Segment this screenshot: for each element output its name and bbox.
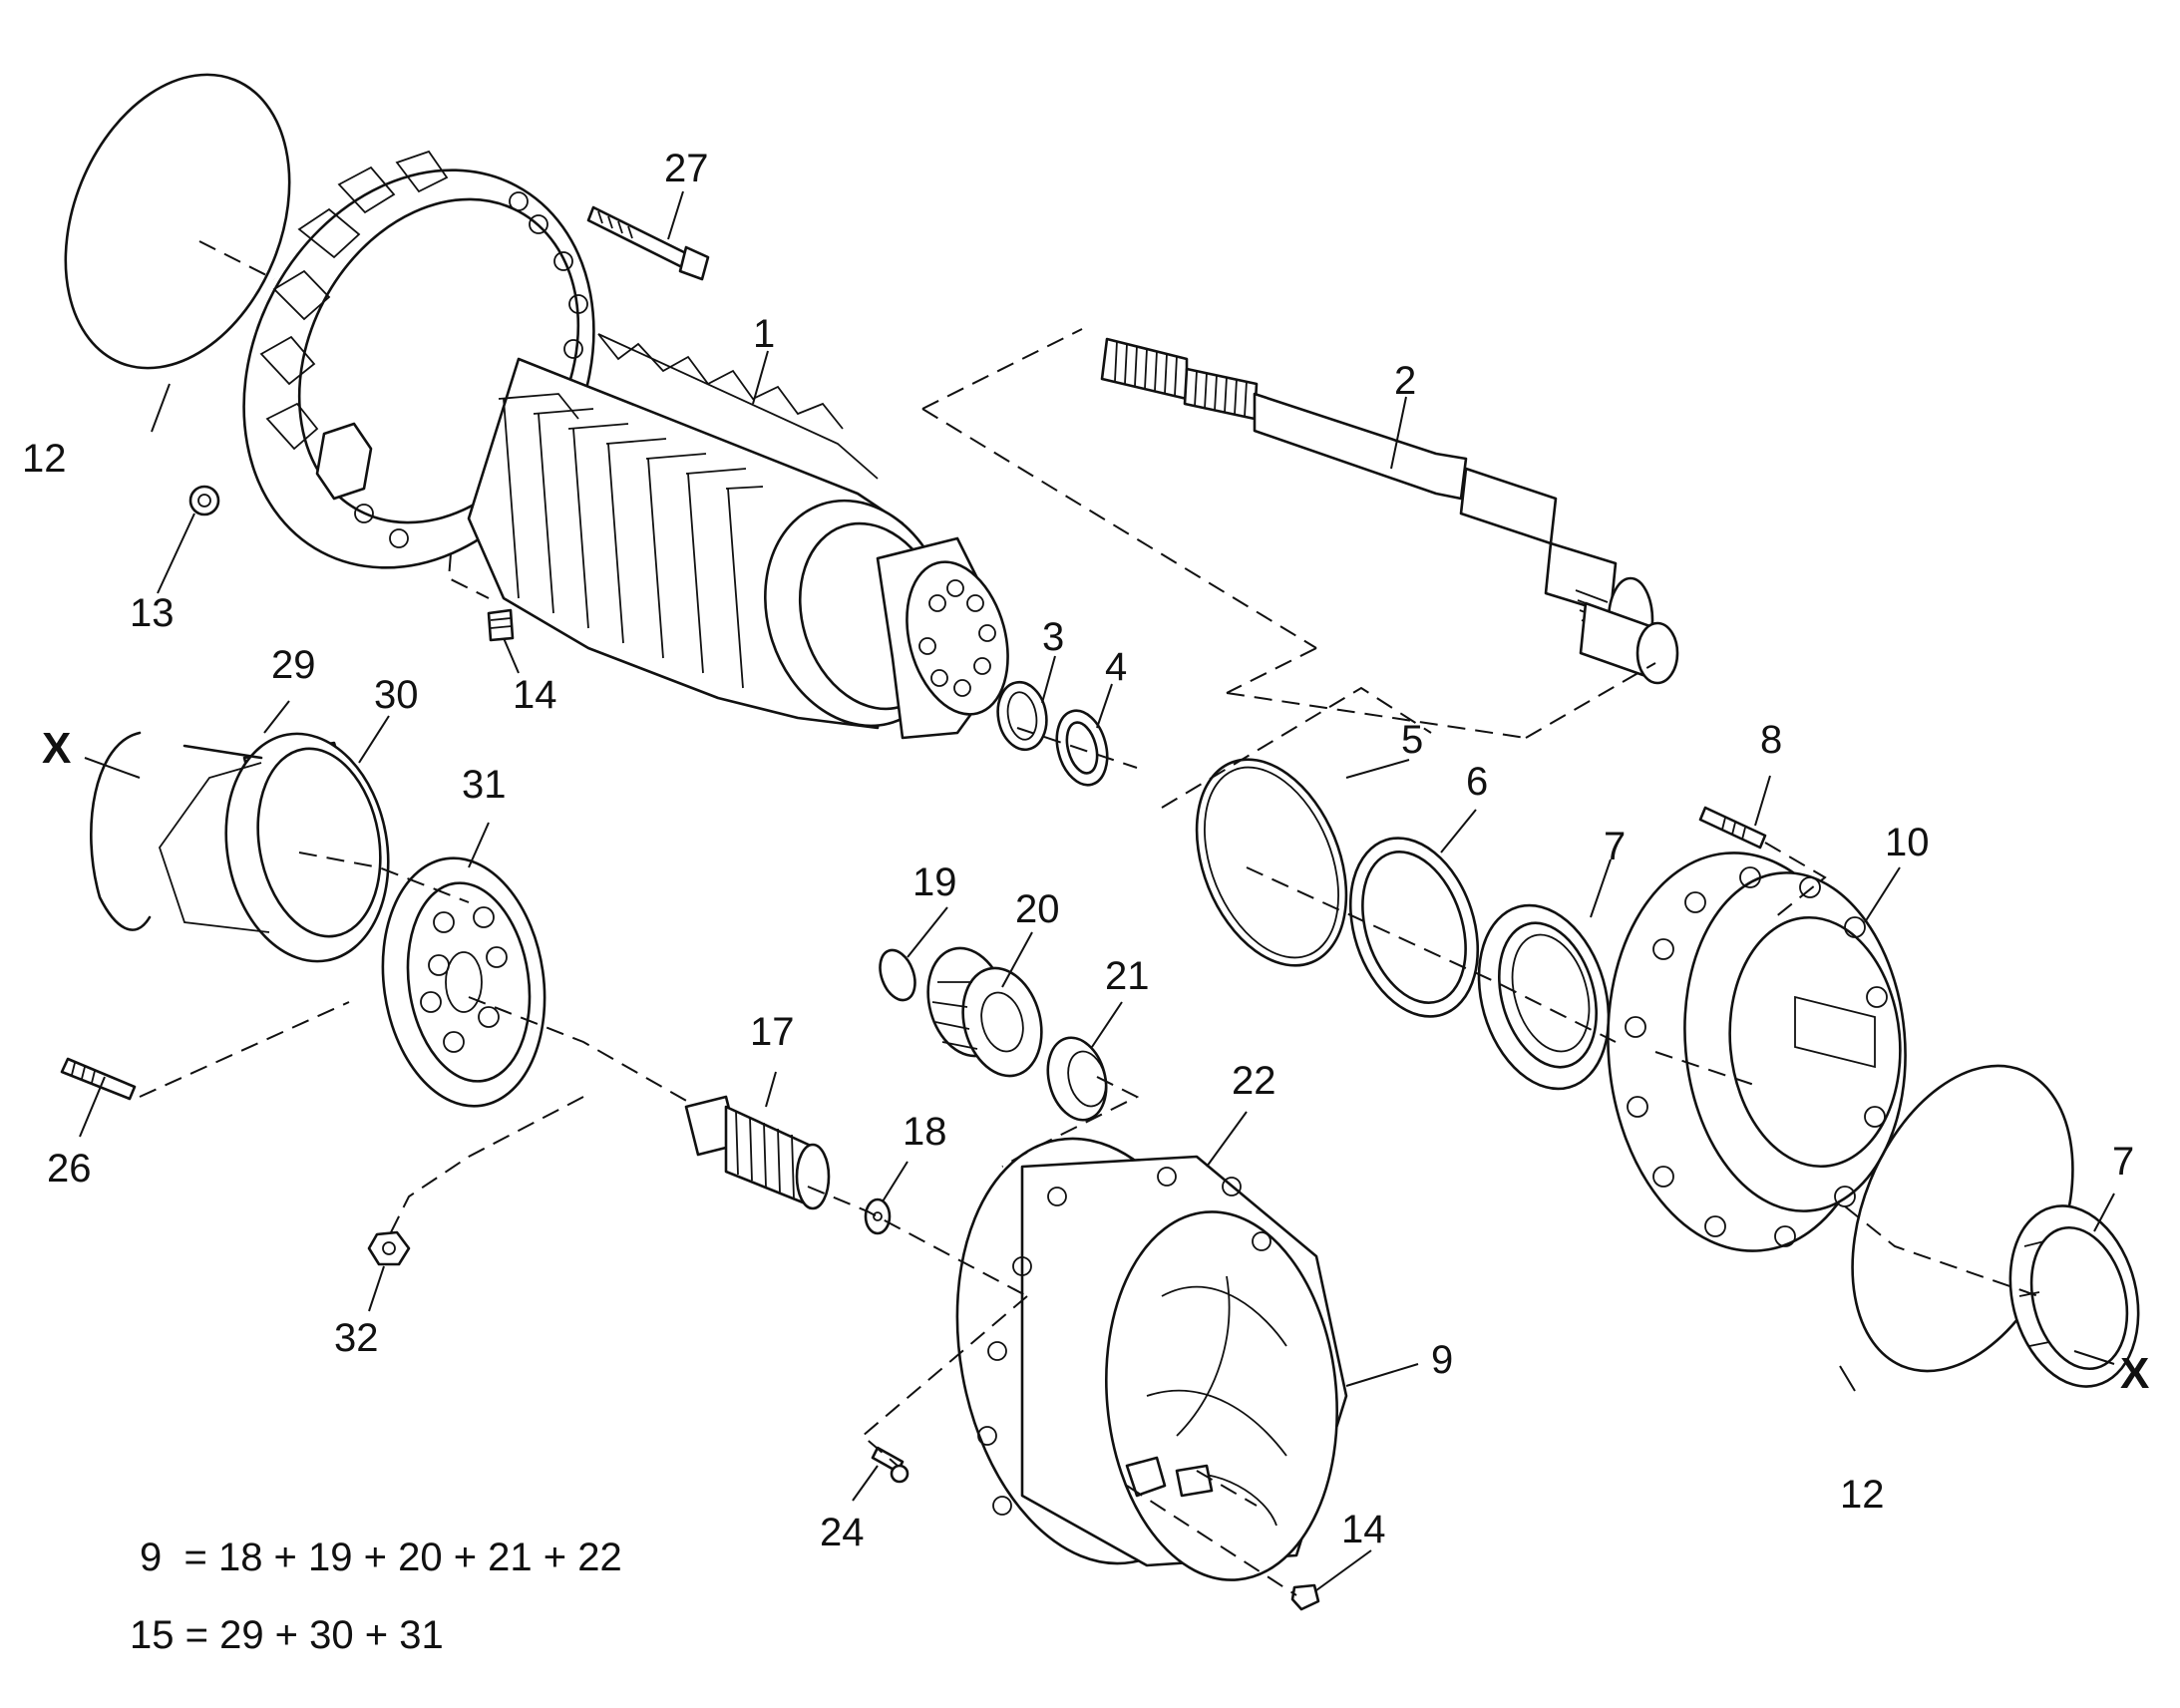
label-6: 6	[1466, 760, 1488, 804]
label-22: 22	[1232, 1059, 1276, 1103]
snap-ring-19	[879, 948, 916, 1002]
label-12-upper: 12	[22, 437, 67, 481]
needle-bearing-21	[1046, 1036, 1108, 1122]
label-7-upper: 7	[1604, 825, 1626, 868]
axle-housing-1	[242, 150, 1009, 740]
plug-14-lower	[1290, 1583, 1320, 1611]
equation-kit-15: 15 = 29 + 30 + 31	[130, 1613, 444, 1657]
label-3: 3	[1042, 615, 1064, 659]
seal-6	[1348, 837, 1480, 1018]
label-10: 10	[1885, 821, 1930, 864]
label-20: 20	[1015, 887, 1060, 931]
wheel-hub-10	[1607, 852, 1907, 1252]
label-8: 8	[1760, 718, 1782, 762]
bolt-27	[586, 205, 710, 281]
label-7-lower: 7	[2112, 1140, 2134, 1184]
equation-kit-9: 9 = 18 + 19 + 20 + 21 + 22	[140, 1536, 622, 1579]
label-1: 1	[753, 312, 775, 356]
planet-carrier-31	[381, 856, 546, 1108]
label-26: 26	[47, 1147, 92, 1191]
label-19: 19	[912, 860, 957, 904]
label-27: 27	[664, 147, 709, 190]
label-29: 29	[271, 643, 316, 687]
label-31: 31	[462, 763, 507, 807]
label-30: 30	[374, 673, 419, 717]
nut-32	[367, 1230, 411, 1266]
snap-ring-29	[90, 731, 152, 931]
stud-26	[60, 1057, 137, 1101]
label-4: 4	[1105, 645, 1127, 689]
label-14-lower: 14	[1341, 1508, 1386, 1551]
axle-shaft-2	[1100, 337, 1679, 685]
label-13: 13	[130, 591, 175, 635]
leader-lines	[79, 190, 2115, 1591]
o-ring-12-upper	[64, 73, 291, 370]
screw-24	[871, 1446, 909, 1484]
label-5: 5	[1401, 718, 1423, 762]
label-14-upper: 14	[513, 673, 557, 717]
seal-4	[1055, 709, 1109, 787]
guide-shaft	[921, 328, 1656, 739]
label-12-lower: 12	[1840, 1473, 1885, 1517]
assembly-guides	[139, 240, 2045, 1596]
label-2: 2	[1394, 359, 1416, 403]
washer-18	[864, 1197, 892, 1235]
planet-gear-20	[926, 946, 1043, 1078]
label-18: 18	[903, 1110, 947, 1154]
part-labels: 27 1 2 12 13 14 3 4 29 30 X 31 5 6 7 8 1…	[22, 147, 2149, 1554]
o-ring-5	[1195, 758, 1348, 967]
label-17: 17	[750, 1010, 795, 1054]
bearing-7-lower	[2008, 1204, 2140, 1388]
label-21: 21	[1105, 954, 1150, 998]
ring-gear-30	[159, 732, 390, 963]
label-x-right: X	[2120, 1349, 2149, 1398]
label-9: 9	[1431, 1338, 1453, 1382]
planet-housing-22	[955, 1137, 1348, 1581]
label-24: 24	[820, 1511, 865, 1554]
label-x-left: X	[42, 724, 71, 773]
bolt-8	[1698, 806, 1767, 850]
label-32: 32	[334, 1316, 379, 1360]
plug-13	[188, 485, 220, 516]
breather-14-upper	[487, 608, 515, 642]
sun-shaft-17	[684, 1095, 831, 1210]
bearing-7-upper	[1477, 903, 1611, 1091]
